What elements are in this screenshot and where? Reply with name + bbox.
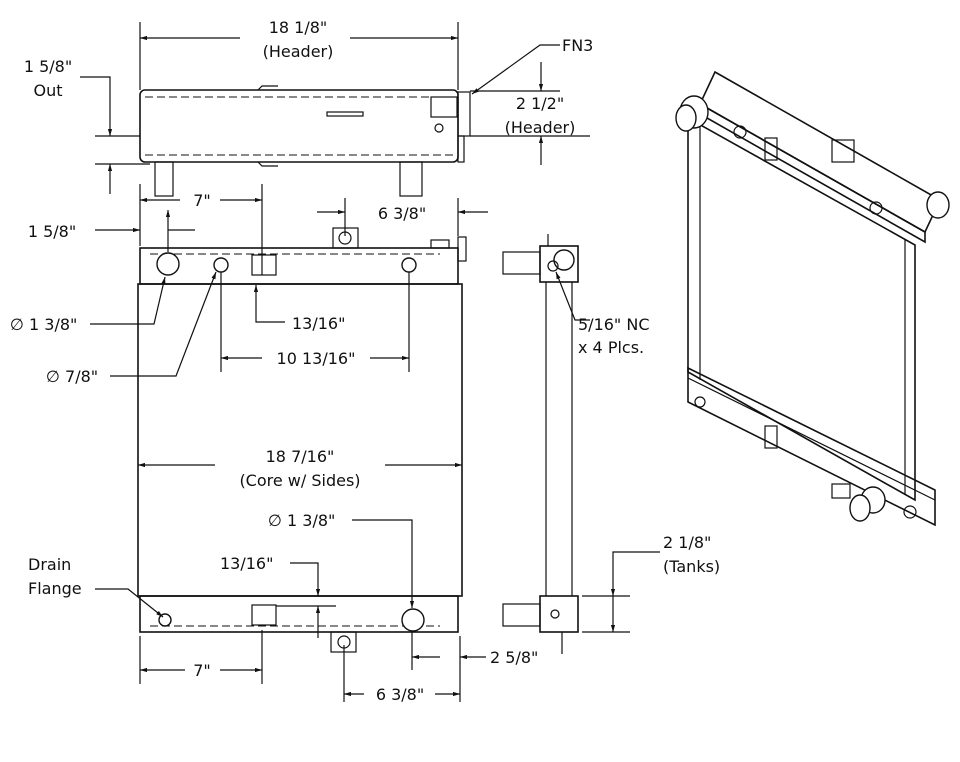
header-width-dim: 18 1/8" xyxy=(269,18,328,37)
drain-label-line1: Drain xyxy=(28,555,71,574)
tank-height-dim: 2 1/8" xyxy=(663,533,711,552)
inlet-diameter-dim: ∅ 1 3/8" xyxy=(10,315,77,334)
tab-offset-bottom-dim: 6 3/8" xyxy=(376,685,424,704)
small-port-diameter-dim: ∅ 7/8" xyxy=(46,367,98,386)
fn3-callout: FN3 xyxy=(562,36,593,55)
isometric-view xyxy=(675,70,950,527)
outlet-note: Out xyxy=(33,81,62,100)
tank-height-note: (Tanks) xyxy=(663,557,720,576)
header-height-note: (Header) xyxy=(505,118,576,137)
thread-qty-callout: x 4 Plcs. xyxy=(578,338,644,357)
top-view: 18 1/8" (Header) 1 5/8" Out 2 1/2" (Head… xyxy=(24,18,593,197)
header-height-dim: 2 1/2" xyxy=(516,94,564,113)
front-view: 7" 1 5/8" 6 3/8" ∅ 1 3/8" 13/16" ∅ 7/8" … xyxy=(10,184,538,704)
top-tab-height-dim: 13/16" xyxy=(292,314,345,333)
bottom-tab-height-dim: 13/16" xyxy=(220,554,273,573)
header-width-note: (Header) xyxy=(263,42,334,61)
outlet-diameter-dim: ∅ 1 3/8" xyxy=(268,511,335,530)
outlet-offset-dim: 2 5/8" xyxy=(490,648,538,667)
port-spacing-dim: 10 13/16" xyxy=(277,349,356,368)
side-view: 5/16" NC x 4 Plcs. 2 1/8" (Tanks) xyxy=(502,234,720,654)
inlet-offset-dim: 1 5/8" xyxy=(28,222,76,241)
top-offset-7-dim: 7" xyxy=(193,191,211,210)
core-width-note: (Core w/ Sides) xyxy=(239,471,360,490)
drain-label-line2: Flange xyxy=(28,579,82,598)
outlet-height-dim: 1 5/8" xyxy=(24,57,72,76)
bottom-offset-7-dim: 7" xyxy=(193,661,211,680)
thread-size-callout: 5/16" NC xyxy=(578,315,650,334)
core-width-dim: 18 7/16" xyxy=(266,447,335,466)
tab-offset-top-dim: 6 3/8" xyxy=(378,204,426,223)
